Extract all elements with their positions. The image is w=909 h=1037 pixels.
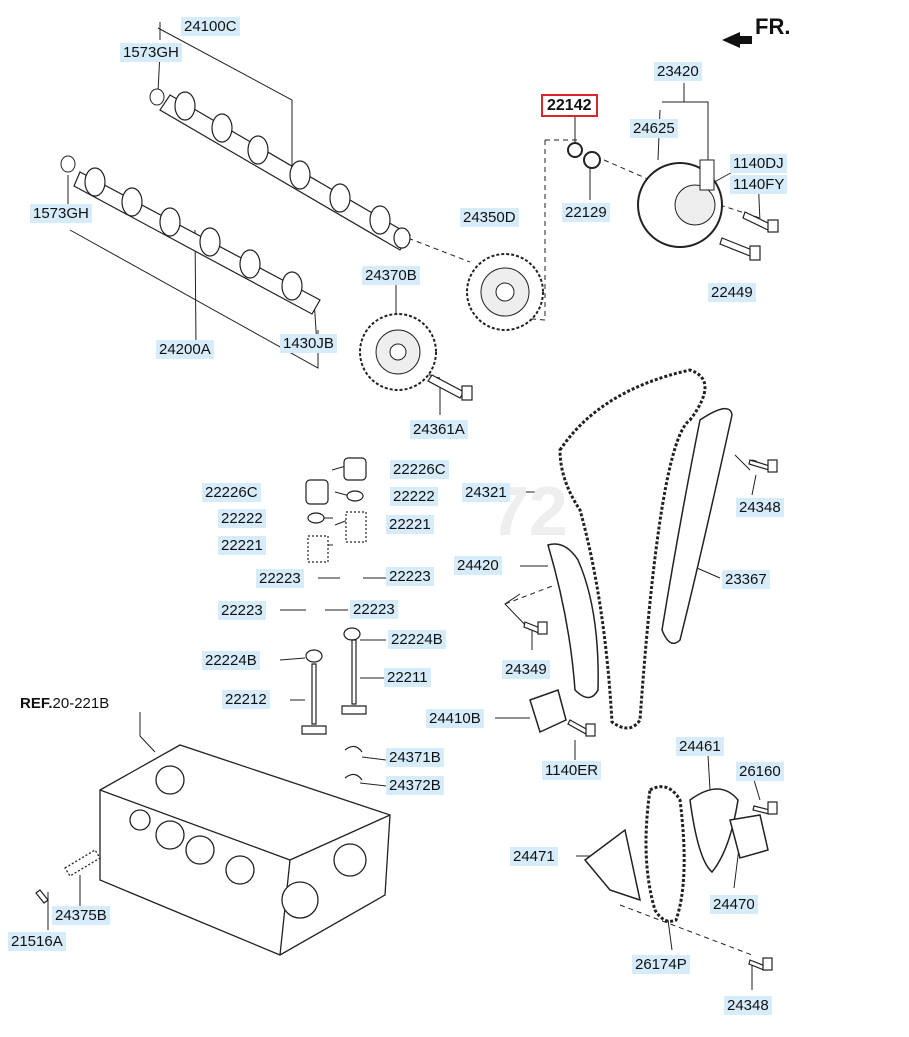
callout-26174p[interactable]: 26174P — [632, 955, 690, 974]
callout-22142-highlighted[interactable]: 22142 — [541, 94, 598, 117]
callout-22223-c[interactable]: 22223 — [218, 601, 266, 620]
callout-23367[interactable]: 23367 — [722, 570, 770, 589]
front-direction-label: FR. — [755, 14, 791, 39]
ref-prefix: REF. — [20, 695, 53, 712]
callout-1430jb[interactable]: 1430JB — [280, 334, 337, 353]
callout-24371b[interactable]: 24371B — [386, 748, 444, 767]
callout-24420[interactable]: 24420 — [454, 556, 502, 575]
callout-24100c[interactable]: 24100C — [181, 17, 240, 36]
callout-1573gh-upper[interactable]: 1573GH — [120, 43, 182, 62]
sprocket-24370b — [359, 313, 437, 391]
callout-24348-lower[interactable]: 24348 — [724, 996, 772, 1015]
callout-22223-a[interactable]: 22223 — [256, 569, 304, 588]
ref-code: 20-221B — [52, 695, 110, 712]
cvvt-assembly-23420 — [637, 159, 723, 248]
bolt-icons — [35, 211, 779, 971]
callout-1140dj[interactable]: 1140DJ — [730, 154, 787, 173]
callout-21516a[interactable]: 21516A — [8, 932, 66, 951]
callout-22223-d[interactable]: 22223 — [350, 600, 398, 619]
camshaft-intake — [159, 91, 411, 251]
callout-24375b[interactable]: 24375B — [52, 906, 110, 925]
callout-24470[interactable]: 24470 — [710, 895, 758, 914]
tensioner-arm-24461 — [689, 788, 739, 874]
callout-24350d[interactable]: 24350D — [460, 208, 519, 227]
seal-22129 — [583, 151, 601, 169]
callout-24361a[interactable]: 24361A — [410, 420, 468, 439]
camshaft-exhaust — [73, 167, 321, 315]
chain-guide-23367 — [661, 407, 733, 645]
plug-1573gh-lower — [60, 155, 76, 173]
callout-24461[interactable]: 24461 — [676, 737, 724, 756]
callout-22221-left[interactable]: 22221 — [218, 536, 266, 555]
tensioner-24470 — [729, 814, 769, 859]
guide-24471 — [583, 828, 642, 902]
callout-22226c-left[interactable]: 22226C — [202, 483, 261, 502]
callout-24471[interactable]: 24471 — [510, 847, 558, 866]
callout-22224b-left[interactable]: 22224B — [202, 651, 260, 670]
callout-22129[interactable]: 22129 — [562, 203, 610, 222]
callout-24200a[interactable]: 24200A — [156, 340, 214, 359]
callout-22224b-right[interactable]: 22224B — [388, 630, 446, 649]
valve-parts — [301, 457, 367, 781]
tensioner-arm-24420 — [547, 543, 599, 699]
callout-1140fy[interactable]: 1140FY — [730, 175, 788, 194]
callout-24625[interactable]: 24625 — [630, 119, 678, 138]
callout-24321[interactable]: 24321 — [462, 483, 510, 502]
callout-24349[interactable]: 24349 — [502, 660, 550, 679]
callout-22222-left[interactable]: 22222 — [218, 509, 266, 528]
oil-pump-chain-26174p — [644, 785, 686, 923]
callout-26160[interactable]: 26160 — [736, 762, 784, 781]
cylinder-head — [64, 744, 391, 956]
oring-22142 — [567, 142, 583, 158]
callout-24348-upper[interactable]: 24348 — [736, 498, 784, 517]
plug-1573gh-upper — [149, 88, 165, 106]
callout-23420[interactable]: 23420 — [654, 62, 702, 81]
callout-1140er[interactable]: 1140ER — [542, 761, 602, 780]
callout-24372b[interactable]: 24372B — [386, 776, 444, 795]
callout-22223-b[interactable]: 22223 — [386, 567, 434, 586]
callout-22212[interactable]: 22212 — [222, 690, 270, 709]
timing-chain-24321 — [558, 368, 707, 730]
callout-24370b[interactable]: 24370B — [362, 266, 420, 285]
sprocket-24350d — [466, 253, 544, 331]
callout-1573gh-lower[interactable]: 1573GH — [30, 204, 92, 223]
callout-22222-right[interactable]: 22222 — [390, 487, 438, 506]
tensioner-24410b — [529, 689, 567, 734]
callout-22211[interactable]: 22211 — [384, 668, 431, 687]
reference-label: REF.20-221B — [20, 694, 109, 713]
callout-22221-right[interactable]: 22221 — [386, 515, 434, 534]
front-arrow-icon — [722, 32, 752, 48]
callout-22449[interactable]: 22449 — [708, 283, 756, 302]
dashed-lines — [399, 139, 761, 956]
callout-22226c-right[interactable]: 22226C — [390, 460, 449, 479]
callout-24410b[interactable]: 24410B — [426, 709, 484, 728]
